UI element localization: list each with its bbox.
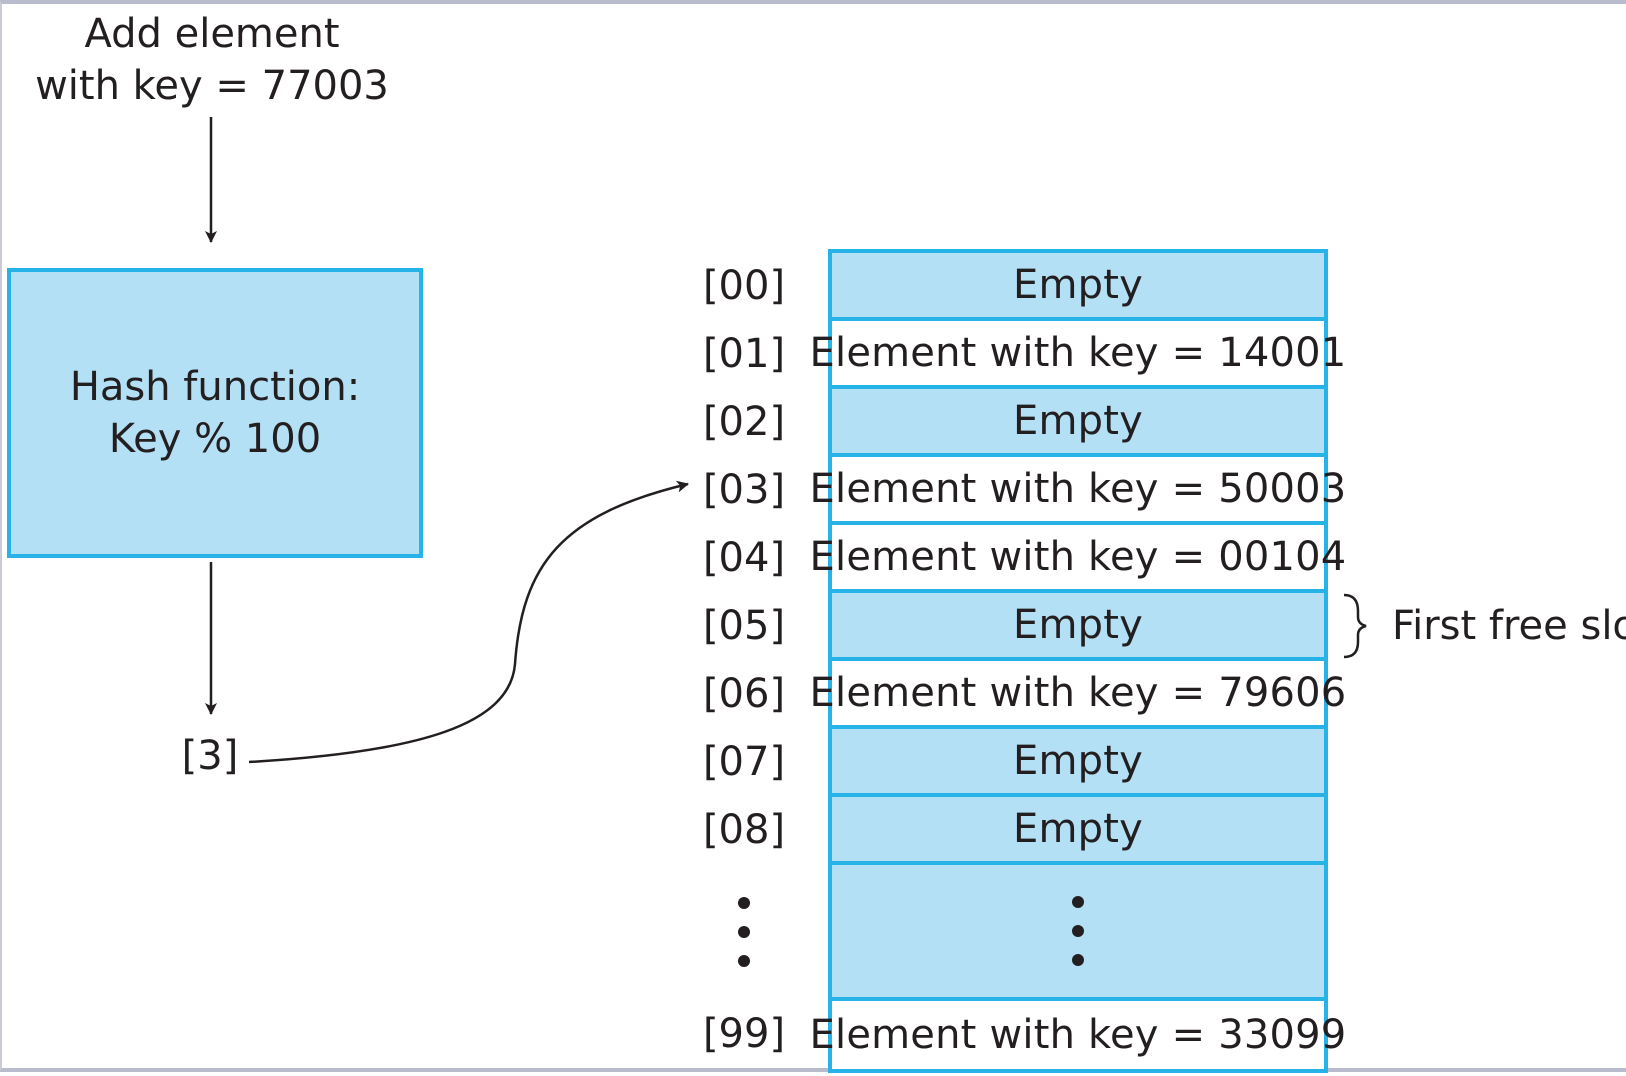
- index-ellipsis-icon: [696, 864, 792, 1000]
- filled-slot: Element with key = 33099: [810, 1001, 1346, 1069]
- connector-arrows: [205, 117, 1367, 764]
- empty-slot: Empty: [832, 253, 1324, 321]
- first-free-slot-brace: [1343, 593, 1367, 659]
- slot-index: [05]: [702, 603, 786, 649]
- hash-result-index: [3]: [181, 733, 239, 779]
- slot-ellipsis-icon: [832, 865, 1324, 1001]
- caption-line-2: with key = 77003: [35, 63, 389, 109]
- slot-index: [04]: [702, 535, 786, 581]
- arrow-result-to-slot: [248, 480, 689, 764]
- empty-slot: Empty: [832, 729, 1324, 797]
- slot-index: [99]: [702, 1011, 786, 1057]
- slot-index: [07]: [702, 739, 786, 785]
- slot-index: [06]: [702, 671, 786, 717]
- slot-index: [03]: [702, 467, 786, 513]
- hash-function-box: Hash function: Key % 100: [7, 268, 423, 558]
- slot-index: [02]: [702, 399, 786, 445]
- filled-slot: Element with key = 79606: [810, 661, 1346, 729]
- empty-slot: Empty: [832, 389, 1324, 457]
- empty-slot: Empty: [832, 797, 1324, 865]
- filled-slot: Element with key = 14001: [810, 321, 1346, 389]
- caption-line-1: Add element: [84, 11, 340, 57]
- index-column: [00] [01] [02] [03] [04] [05] [06] [07] [08] [99]: [696, 252, 792, 1068]
- slot-index: [00]: [702, 263, 786, 309]
- first-free-slot-label: First free slot: [1392, 603, 1626, 649]
- empty-slot: Empty: [832, 593, 1324, 661]
- hash-function-title: Hash function:: [69, 364, 361, 410]
- insert-caption: Add element with key = 77003: [22, 8, 402, 112]
- hash-function-formula: Key % 100: [108, 416, 322, 462]
- filled-slot: Element with key = 00104: [810, 525, 1346, 593]
- filled-slot: Element with key = 50003: [810, 457, 1346, 525]
- slot-index: [08]: [702, 807, 786, 853]
- slot-index: [01]: [702, 331, 786, 377]
